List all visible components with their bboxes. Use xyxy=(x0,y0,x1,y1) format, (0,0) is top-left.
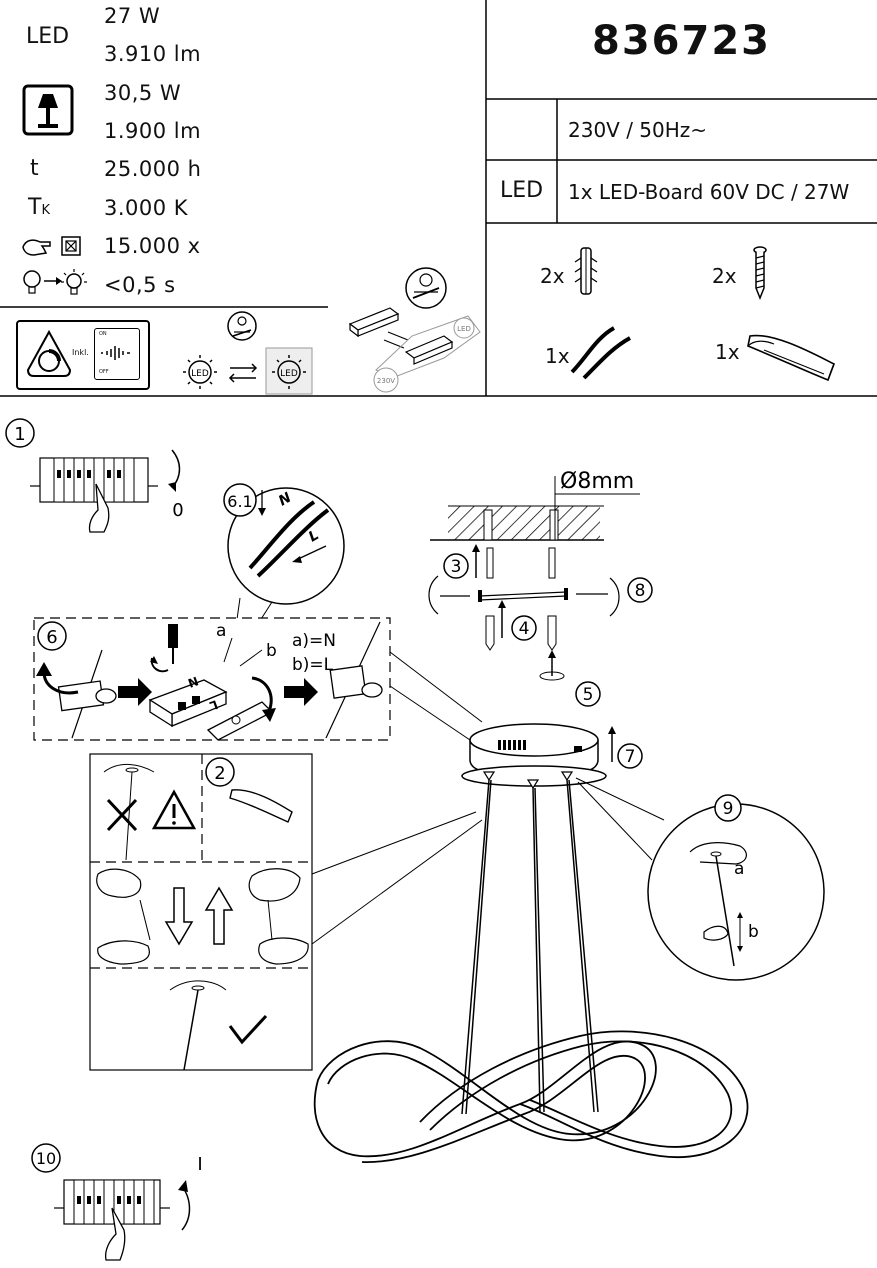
step-9-b-label: b xyxy=(748,922,759,942)
dimmer-on-label: ON xyxy=(99,331,107,337)
header-frame xyxy=(0,0,877,397)
driver-box-2-icon xyxy=(404,335,454,365)
led-bulb-left-icon: LED xyxy=(183,355,217,389)
step-1-off-label: 0 xyxy=(172,500,183,521)
step-4-number: 4 xyxy=(519,619,530,639)
drill-diameter-label: Ø8mm xyxy=(560,469,634,494)
driver-voltage-tag: 230V xyxy=(377,377,395,385)
cover-strip-icon xyxy=(747,334,836,382)
step-6-number: 6 xyxy=(46,627,57,648)
step-6-a-label: a xyxy=(216,621,226,641)
startup-time-value: <0,5 s xyxy=(104,273,176,297)
screw-qty: 2x xyxy=(712,264,737,288)
step-8-number: 8 xyxy=(635,581,646,601)
do-not-icon xyxy=(106,798,138,832)
service-person-icon-2 xyxy=(405,267,447,309)
switching-cycles-icon xyxy=(22,236,81,256)
dimmer-included-label: Inkl. xyxy=(72,348,89,357)
arrow-up-icon xyxy=(204,886,234,945)
cable-qty: 1x xyxy=(545,344,570,368)
step-1-breaker-off: 1 0 xyxy=(5,418,184,533)
step-9-detail: 9 a b xyxy=(575,777,825,981)
led-bulb-left-text: LED xyxy=(191,369,209,379)
step-10-on-label: I xyxy=(197,1154,202,1175)
led-bulb-right-text: LED xyxy=(280,369,298,379)
switching-cycles-value: 15.000 x xyxy=(104,234,201,258)
led-ring-body xyxy=(313,1030,749,1163)
instruction-diagram: 1 0 6.1 N L xyxy=(5,418,825,1261)
driver-replace-diagram: LED 230V xyxy=(348,267,481,393)
swap-arrows-icon xyxy=(228,363,258,383)
cable-icon xyxy=(570,326,631,380)
swap-arrows-icon-2 xyxy=(383,331,409,349)
dimmer-switch-icon: ON OFF xyxy=(94,328,140,380)
lamp-power: 30,5 W xyxy=(104,81,182,105)
hands-feed-cable-icon xyxy=(96,868,309,965)
ceiling-mount-steps: Ø8mm 3 4 5 8 xyxy=(428,469,653,707)
dimmer-off-label: OFF xyxy=(99,369,109,375)
service-person-icon xyxy=(227,311,257,341)
step-6-1-detail: 6.1 N L xyxy=(223,483,345,656)
led-lumen: 3.910 lm xyxy=(104,42,202,66)
warning-icon xyxy=(151,789,197,830)
lamp-icon xyxy=(22,84,74,136)
step-2-number: 2 xyxy=(214,763,225,784)
lifetime-value: 25.000 h xyxy=(104,157,202,181)
driver-led-tag: LED xyxy=(457,325,471,333)
led-power: 27 W xyxy=(104,4,161,28)
suspension-cables xyxy=(461,779,599,1115)
step-1-number: 1 xyxy=(14,424,25,445)
step-6-b-label: b xyxy=(266,641,277,661)
dimmer-wave-icon xyxy=(101,346,130,360)
led-label: LED xyxy=(26,24,70,49)
screw-icon xyxy=(753,246,767,301)
color-temp-letter: T xyxy=(28,195,42,220)
step-9-a-label: a xyxy=(734,859,744,879)
dimmer-panel: Inkl. ON OFF xyxy=(16,320,150,390)
color-temp-value: 3.000 K xyxy=(104,196,189,220)
product-code: 836723 xyxy=(592,18,771,64)
dimmer-knob-icon xyxy=(26,329,72,377)
cover-qty: 1x xyxy=(715,340,740,364)
lifetime-label: t xyxy=(30,156,39,181)
step-6-l-mapping: b)=L xyxy=(292,655,334,675)
startup-time-icon xyxy=(23,269,87,295)
color-temp-sub: K xyxy=(41,203,50,218)
lamp-canopy: 7 xyxy=(461,723,643,790)
arrow-down-icon xyxy=(164,887,194,946)
led-row-label: LED xyxy=(500,178,544,203)
dowel-qty: 2x xyxy=(540,264,565,288)
step-2-panel: 2 xyxy=(89,753,483,1071)
lamp-lumen: 1.900 lm xyxy=(104,119,202,143)
step-10-breaker-on: 10 I xyxy=(31,1143,203,1261)
step-6-1-number: 6.1 xyxy=(227,492,252,511)
led-board-value: 1x LED-Board 60V DC / 27W xyxy=(568,180,850,204)
step-3-number: 3 xyxy=(451,557,462,577)
voltage-value: 230V / 50Hz~ xyxy=(568,118,708,142)
step-6-panel: 6 N L a b a)=N b)=L xyxy=(33,617,483,741)
wall-plug-icon xyxy=(574,247,598,295)
step-9-number: 9 xyxy=(723,799,734,819)
terminal-n-label: N xyxy=(186,674,200,691)
color-temp-label: TK xyxy=(28,195,50,220)
step-7-number: 7 xyxy=(625,747,636,767)
led-replace-diagram: LED LED xyxy=(183,311,313,395)
step-10-number: 10 xyxy=(36,1149,56,1168)
step-6-n-mapping: a)=N xyxy=(292,631,336,651)
led-bulb-right-icon: LED xyxy=(265,347,313,395)
step-5-number: 5 xyxy=(583,685,594,705)
driver-box-icon xyxy=(348,307,400,338)
cover-strip-small-icon xyxy=(229,789,293,823)
